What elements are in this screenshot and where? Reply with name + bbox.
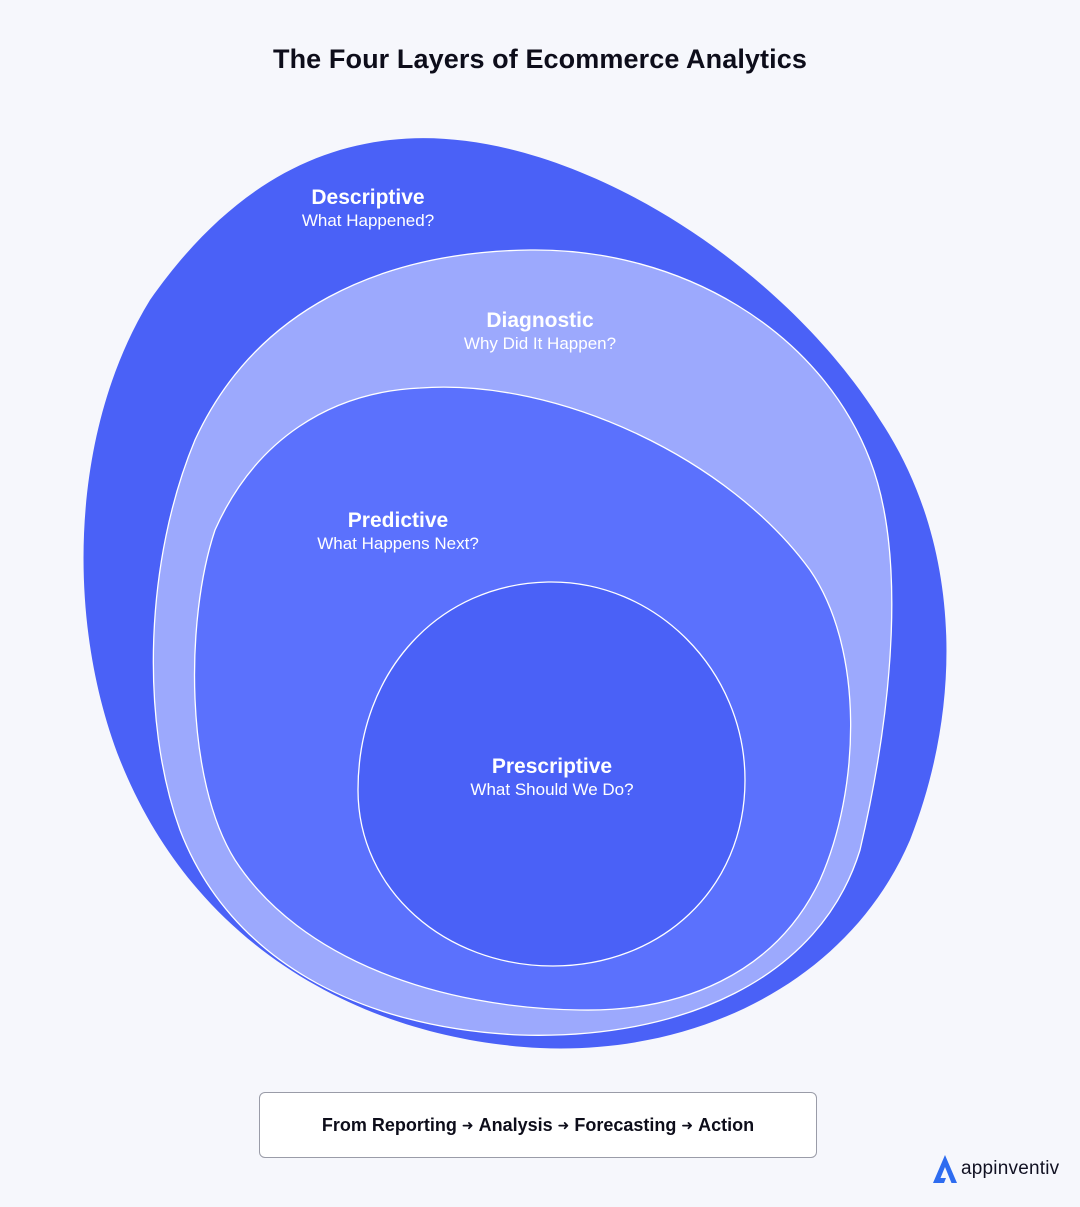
descriptive-title: Descriptive — [311, 186, 425, 209]
diagnostic-title: Diagnostic — [486, 309, 594, 332]
predictive-title: Predictive — [347, 509, 449, 532]
diagram-title: The Four Layers of Ecommerce Analytics — [273, 44, 807, 74]
appinventiv-logo-icon — [933, 1155, 957, 1183]
prescriptive-question: What Should We Do? — [470, 780, 634, 799]
diagnostic-label: Diagnostic Why Did It Happen? — [464, 308, 616, 355]
flow-step: Analysis — [478, 1114, 553, 1135]
descriptive-question: What Happened? — [301, 211, 435, 230]
arrow-right-icon: ➜ — [557, 1116, 570, 1133]
diagnostic-question: Why Did It Happen? — [463, 334, 617, 353]
predictive-question: What Happens Next? — [317, 534, 479, 553]
flow-step: Forecasting — [574, 1114, 677, 1135]
prescriptive-label: Prescriptive What Should We Do? — [470, 754, 633, 801]
flow-step: Action — [698, 1114, 755, 1135]
prescriptive-layer-shape — [357, 581, 746, 967]
brand-logo: appinventiv — [932, 1153, 1059, 1185]
descriptive-label: Descriptive What Happened? — [302, 185, 434, 232]
flow-step: From Reporting — [321, 1114, 457, 1135]
prescriptive-title: Prescriptive — [491, 755, 613, 778]
brand-name: appinventiv — [961, 1158, 1060, 1179]
arrow-right-icon: ➜ — [461, 1116, 474, 1133]
flow-summary-box: From Reporting ➜ Analysis ➜ Forecasting … — [259, 1092, 817, 1158]
arrow-right-icon: ➜ — [681, 1116, 694, 1133]
predictive-label: Predictive What Happens Next? — [317, 508, 479, 555]
